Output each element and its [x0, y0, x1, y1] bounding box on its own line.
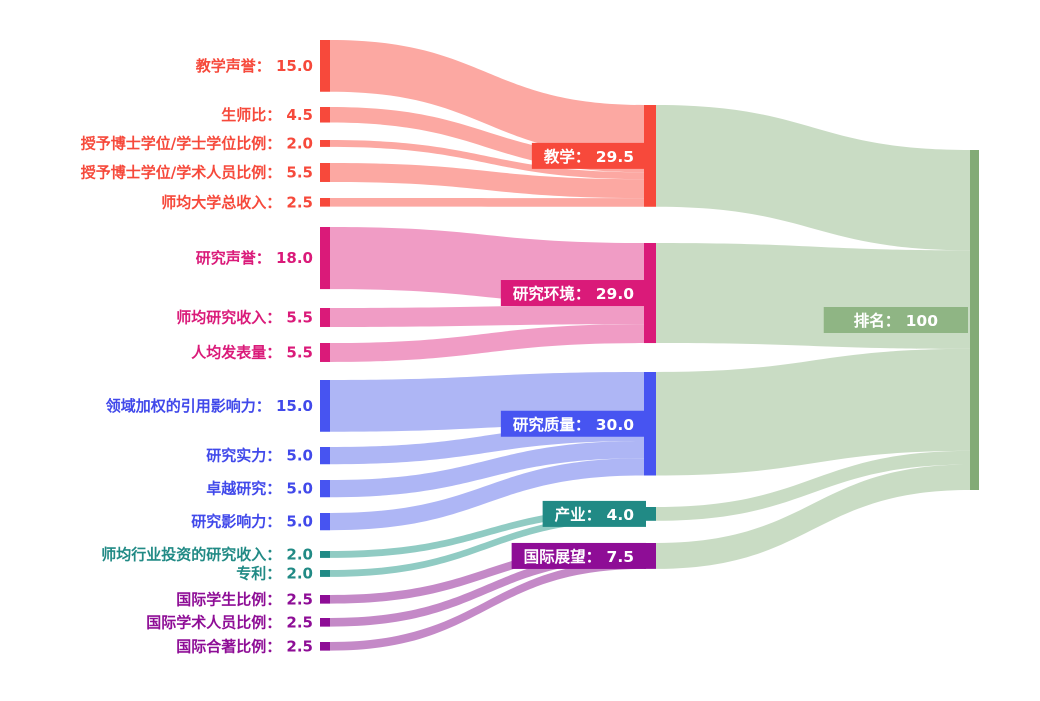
sankey-link-industry-rank[interactable]	[656, 450, 970, 521]
node-label-research-reputation: 研究声誉： 18.0	[196, 249, 313, 267]
sankey-node-research-influence[interactable]	[320, 513, 330, 531]
node-label-international-coauthorship: 国际合著比例： 2.5	[176, 637, 313, 655]
node-label-patents: 专利： 2.0	[236, 564, 313, 582]
node-label-box-research-environment	[500, 280, 646, 307]
sankey-node-research-environment[interactable]	[644, 243, 656, 344]
node-label-rank: 排名： 100	[854, 311, 938, 330]
sankey-node-research-strength[interactable]	[320, 447, 330, 465]
sankey-link-industry-income-industry[interactable]	[330, 507, 644, 558]
sankey-link-research-quality-rank[interactable]	[656, 348, 970, 476]
sankey-links	[330, 40, 970, 651]
sankey-node-patents[interactable]	[320, 570, 330, 577]
sankey-labels: 教学声誉： 15.0 生师比： 4.5 授予博士学位/学士学位比例： 2.0 授予博士…	[81, 57, 968, 655]
sankey-node-international-students[interactable]	[320, 595, 330, 604]
node-label-research-strength: 研究实力： 5.0	[206, 447, 313, 465]
node-label-international-outlook: 国际展望： 7.5	[524, 547, 634, 566]
sankey-link-research-environment-rank[interactable]	[656, 243, 970, 349]
node-label-research-excellence: 卓越研究： 5.0	[206, 480, 313, 498]
node-label-box-rank	[823, 307, 968, 333]
sankey-link-doctorate-staff-ratio-teaching[interactable]	[330, 163, 644, 199]
sankey-node-international-outlook[interactable]	[644, 543, 656, 569]
sankey-node-research-productivity[interactable]	[320, 343, 330, 362]
sankey-nodes	[320, 40, 979, 651]
sankey-node-research-quality[interactable]	[644, 372, 656, 476]
node-label-doctorate-bachelor-ratio: 授予博士学位/学士学位比例： 2.0	[81, 134, 313, 152]
node-label-teaching: 教学： 29.5	[544, 147, 634, 166]
sankey-node-doctorate-bachelor-ratio[interactable]	[320, 140, 330, 147]
node-label-international-staff: 国际学术人员比例： 2.5	[146, 613, 313, 631]
sankey-node-institutional-income[interactable]	[320, 198, 330, 207]
node-label-industry: 产业： 4.0	[555, 505, 635, 524]
node-label-research-income: 师均研究收入： 5.5	[176, 308, 313, 326]
node-label-international-students: 国际学生比例： 2.5	[176, 590, 313, 608]
sankey-node-rank[interactable]	[970, 150, 979, 490]
sankey-node-doctorate-staff-ratio[interactable]	[320, 163, 330, 182]
node-label-citation-impact: 领域加权的引用影响力： 15.0	[105, 397, 313, 415]
sankey-node-international-staff[interactable]	[320, 618, 330, 627]
sankey-link-patents-industry[interactable]	[330, 513, 644, 577]
sankey-link-research-productivity-research-environment[interactable]	[330, 324, 644, 362]
sankey-node-teaching[interactable]	[644, 105, 656, 207]
sankey-node-research-excellence[interactable]	[320, 480, 330, 498]
sankey-node-citation-impact[interactable]	[320, 380, 330, 432]
sankey-node-industry-income[interactable]	[320, 551, 330, 558]
node-label-box-international-outlook	[511, 542, 646, 569]
sankey-node-teaching-reputation[interactable]	[320, 40, 330, 92]
sankey-node-research-reputation[interactable]	[320, 227, 330, 290]
node-label-student-staff-ratio: 生师比： 4.5	[221, 106, 313, 124]
sankey-link-international-outlook-rank[interactable]	[656, 464, 970, 569]
node-label-teaching-reputation: 教学声誉： 15.0	[195, 57, 313, 75]
node-label-box-teaching	[531, 142, 646, 169]
sankey-link-teaching-reputation-teaching[interactable]	[330, 40, 644, 157]
node-label-research-environment: 研究环境： 29.0	[513, 284, 634, 303]
sankey-link-teaching-rank[interactable]	[656, 105, 970, 251]
node-label-research-quality: 研究质量： 30.0	[513, 415, 634, 434]
sankey-link-research-excellence-research-quality[interactable]	[330, 441, 644, 498]
node-label-industry-income: 师均行业投资的研究收入： 2.0	[101, 545, 313, 563]
node-label-research-influence: 研究影响力： 5.0	[191, 513, 313, 531]
sankey-link-institutional-income-teaching[interactable]	[330, 198, 644, 207]
sankey-node-industry[interactable]	[644, 507, 656, 521]
node-label-box-industry	[542, 500, 646, 527]
sankey-link-international-staff-international-outlook[interactable]	[330, 551, 644, 627]
sankey-link-international-students-international-outlook[interactable]	[330, 543, 644, 604]
sankey-link-research-income-research-environment[interactable]	[330, 305, 644, 327]
sankey-node-international-coauthorship[interactable]	[320, 642, 330, 651]
sankey-node-student-staff-ratio[interactable]	[320, 107, 330, 123]
node-label-box-research-quality	[500, 410, 646, 437]
sankey-link-international-coauthorship-international-outlook[interactable]	[330, 560, 644, 651]
sankey-node-research-income[interactable]	[320, 308, 330, 327]
node-label-doctorate-staff-ratio: 授予博士学位/学术人员比例： 5.5	[81, 163, 313, 181]
sankey-link-research-influence-research-quality[interactable]	[330, 458, 644, 531]
sankey-link-doctorate-bachelor-ratio-teaching[interactable]	[330, 140, 644, 180]
node-label-research-productivity: 人均发表量： 5.5	[191, 343, 313, 361]
node-label-institutional-income: 师均大学总收入： 2.5	[161, 193, 313, 211]
